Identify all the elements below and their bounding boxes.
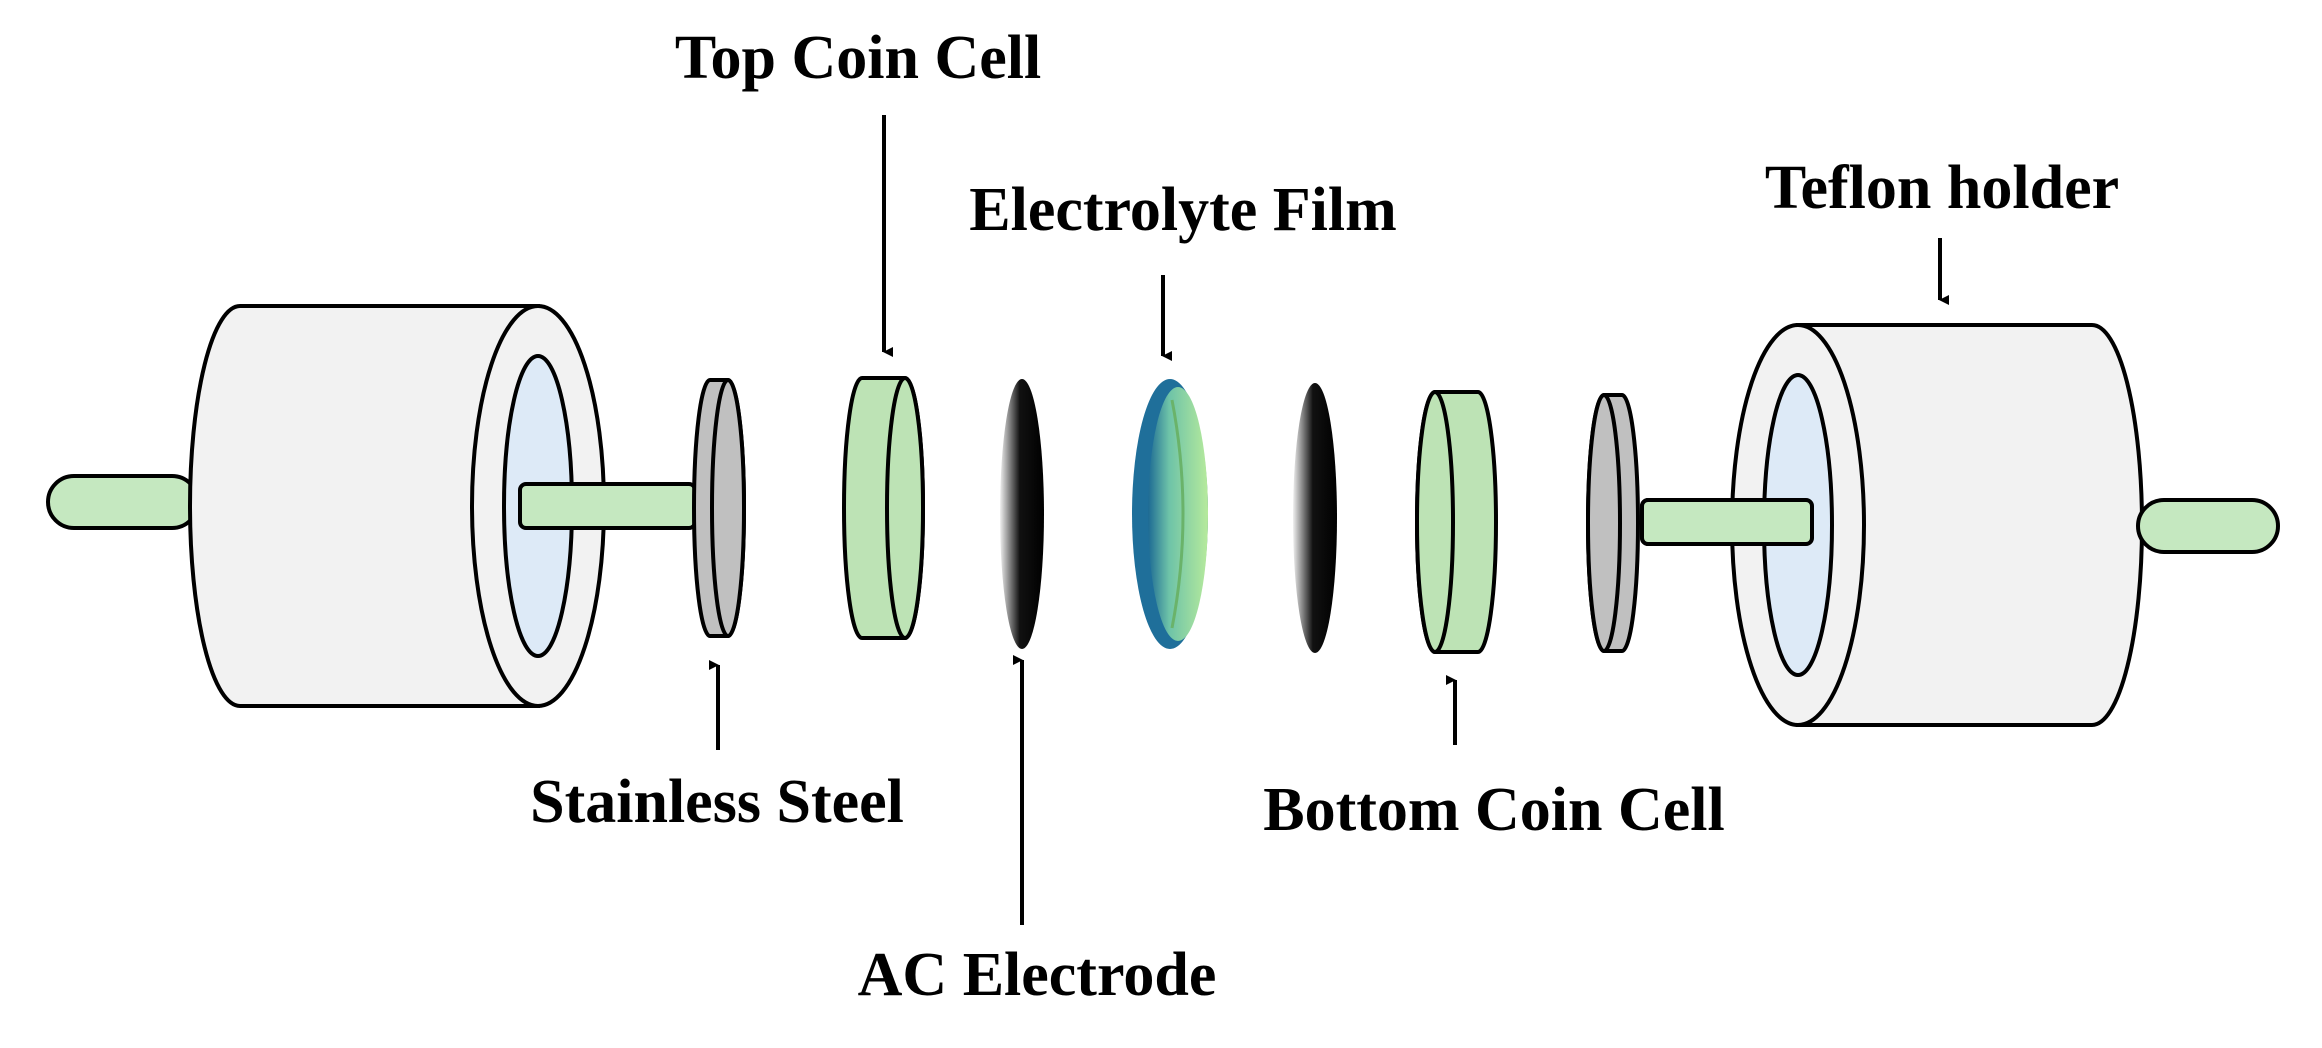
label-electrolyte-film: Electrolyte Film	[969, 176, 1397, 244]
label-stainless-steel: Stainless Steel	[530, 768, 904, 836]
left-teflon-body	[188, 304, 540, 708]
label-bottom-coin-cell: Bottom Coin Cell	[1263, 776, 1725, 844]
electrolyte-film	[1132, 379, 1208, 649]
left-inner-rod	[518, 482, 697, 530]
stainless-steel-right	[1586, 393, 1640, 653]
label-ac-electrode: AC Electrode	[858, 941, 1217, 1009]
ac-electrode-left	[1000, 379, 1044, 649]
stainless-steel-left	[692, 378, 746, 638]
label-top-coin-cell: Top Coin Cell	[675, 24, 1041, 92]
bottom-coin-cell	[1415, 390, 1498, 654]
arrows	[709, 115, 1949, 925]
right-teflon-holder	[1640, 323, 2280, 727]
left-teflon-holder	[46, 304, 697, 708]
label-teflon-holder: Teflon holder	[1765, 154, 2119, 222]
ac-electrode-right	[1293, 383, 1337, 653]
top-coin-cell	[842, 376, 925, 640]
right-outer-rod	[2136, 498, 2280, 554]
left-outer-rod	[46, 474, 200, 530]
